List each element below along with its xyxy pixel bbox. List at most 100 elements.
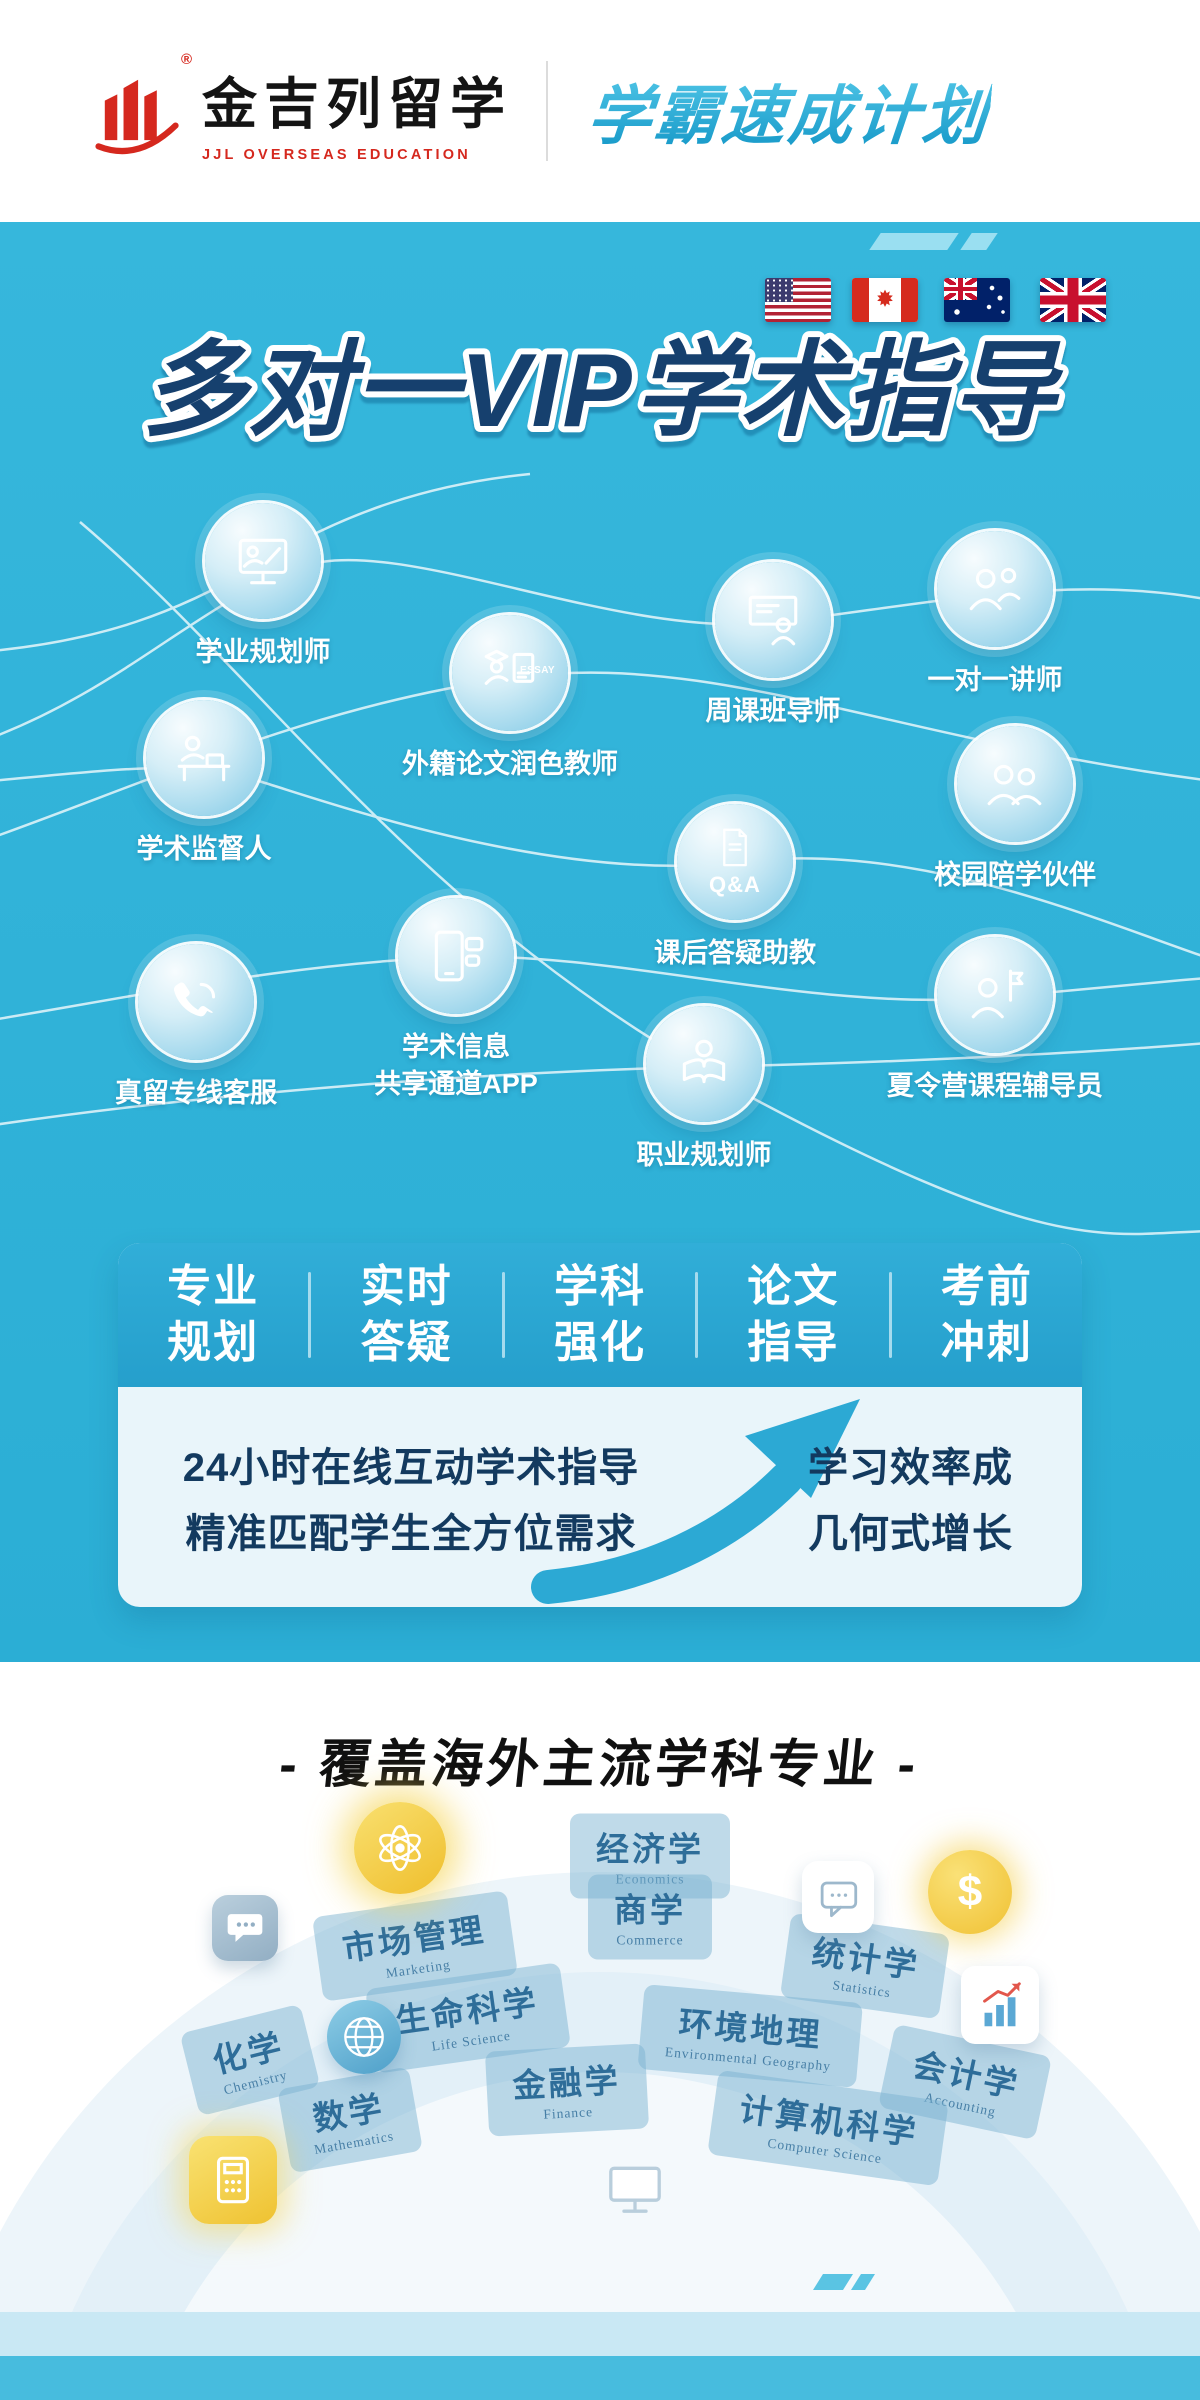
camp-counselor-icon — [971, 969, 1024, 1019]
maple-leaf-icon — [877, 289, 893, 307]
growth-arrow-icon — [531, 1399, 860, 1604]
node-label: 学术监督人 — [136, 834, 272, 864]
major-economics: 经济学 Economics — [570, 1813, 730, 1899]
atom-icon — [354, 1802, 446, 1894]
services-card-lower: 24小时在线互动学术指导 精准匹配学生全方位需求 学习效率成 几何式增长 — [118, 1387, 1082, 1607]
qa-document-icon — [723, 828, 747, 867]
brand-block: 金吉列留学 JJL OVERSEAS EDUCATION — [202, 59, 512, 163]
usa-flag-canton — [765, 278, 793, 302]
node-label: 夏令营课程辅导员 — [887, 1071, 1103, 1101]
jjl-logo-mark-icon — [95, 79, 179, 155]
hero-title-text: 多对一VIP学术指导 — [142, 333, 1064, 449]
brand-name-en: JJL OVERSEAS EDUCATION — [202, 147, 471, 163]
canada-flag-bar — [852, 278, 869, 322]
service-line: 论文 — [747, 1261, 840, 1311]
service-line: 学科 — [554, 1261, 647, 1311]
companions-icon — [987, 764, 1042, 806]
service-item-exam-sprint: 考前 冲刺 — [892, 1259, 1082, 1372]
monitor-icon — [598, 2150, 672, 2224]
services-band: 专业 规划 实时 答疑 学科 强化 论文 指导 考前 冲刺 — [118, 1243, 1082, 1387]
bar-chart-icon — [961, 1966, 1039, 2044]
service-line: 实时 — [360, 1261, 453, 1311]
node-label: 学业规划师 — [195, 637, 331, 667]
major-finance: 金融学 Finance — [484, 2043, 650, 2137]
services-right-line2: 几何式增长 — [808, 1512, 1013, 1556]
dollar-coin-icon: $ — [928, 1850, 1012, 1934]
node-circle: ESSAY — [452, 615, 568, 731]
node-circle — [146, 700, 262, 816]
major-name-cn: 经济学 — [596, 1832, 704, 1869]
footer-light-band — [0, 2312, 1200, 2356]
services-card: 专业 规划 实时 答疑 学科 强化 论文 指导 考前 冲刺 — [118, 1243, 1082, 1607]
header-bar: ® 金吉列留学 JJL OVERSEAS EDUCATION 学霸速成计划 — [0, 0, 1200, 222]
services-left-text: 24小时在线互动学术指导 精准匹配学生全方位需求 — [146, 1435, 676, 1567]
header-divider — [546, 61, 549, 161]
service-line: 考前 — [940, 1261, 1033, 1311]
registered-mark: ® — [180, 51, 192, 68]
presentation-icon — [748, 595, 798, 646]
major-name-en: Commerce — [616, 1932, 684, 1948]
canada-flag — [852, 278, 918, 322]
service-item-realtime-qa: 实时 答疑 — [311, 1259, 501, 1372]
service-separator — [308, 1272, 312, 1358]
services-right-text: 学习效率成 几何式增长 — [773, 1435, 1048, 1567]
service-line: 答疑 — [360, 1318, 453, 1367]
node-circle — [715, 562, 831, 678]
message-bubble-icon — [802, 1861, 874, 1933]
program-title: 学霸速成计划 — [584, 65, 994, 157]
globe-icon — [327, 2000, 401, 2074]
essay-badge: ESSAY — [520, 665, 555, 676]
footer-dark-band — [0, 2356, 1200, 2400]
hero-title: 多对一VIP学术指导 — [136, 327, 1068, 455]
uk-flag — [1040, 278, 1106, 322]
one-on-one-lecturer-icon — [969, 567, 1021, 611]
deco-stripe — [869, 233, 959, 250]
major-name-cn: 金融学 — [511, 2063, 622, 2106]
network-node-one-on-one-lecturer: 一对一讲师 — [865, 531, 1125, 698]
career-planner-icon — [682, 1039, 726, 1084]
node-label: 一对一讲师 — [927, 665, 1063, 695]
major-commerce: 商学 Commerce — [588, 1874, 712, 1960]
network-node-academic-supervisor: 学术监督人 — [74, 700, 334, 867]
service-item-planning: 专业 规划 — [118, 1259, 308, 1372]
services-left-line2: 精准匹配学生全方位需求 — [185, 1512, 637, 1556]
node-label: 职业规划师 — [636, 1140, 772, 1170]
supervisor-desk-icon — [177, 735, 231, 782]
node-circle — [957, 726, 1073, 842]
service-separator — [695, 1272, 699, 1358]
major-name-en: Economics — [615, 1871, 685, 1887]
node-circle — [138, 944, 254, 1060]
node-circle — [205, 503, 321, 619]
canada-flag-bar — [901, 278, 918, 322]
network-node-academic-planner: 学业规划师 — [133, 503, 393, 670]
network-node-hotline-service: 真留专线客服 — [66, 944, 326, 1111]
service-item-subject-strengthen: 学科 强化 — [505, 1259, 695, 1372]
service-line: 专业 — [167, 1261, 260, 1311]
network-node-career-planner: 职业规划师 — [574, 1006, 834, 1173]
node-circle — [937, 531, 1053, 647]
node-label: 校园陪学伙伴 — [934, 860, 1096, 890]
australia-flag — [944, 278, 1010, 322]
service-line: 强化 — [554, 1318, 647, 1367]
node-label: 周课班导师 — [705, 696, 841, 726]
major-name-cn: 商学 — [614, 1893, 686, 1930]
node-label: 真留专线客服 — [115, 1078, 277, 1108]
network-node-campus-companion: 校园陪学伙伴 — [885, 726, 1145, 893]
majors-title: - 覆盖海外主流学科专业 - — [276, 1736, 923, 1794]
service-item-essay-guidance: 论文 指导 — [698, 1259, 888, 1372]
usa-flag — [765, 278, 831, 322]
chat-dots-icon — [212, 1895, 278, 1961]
network-node-camp-counselor: 夏令营课程辅导员 — [865, 937, 1125, 1104]
service-line: 指导 — [747, 1318, 840, 1367]
node-label: 学术信息 — [402, 1032, 510, 1062]
dollar-glyph: $ — [957, 1867, 983, 1916]
node-circle: Q&A — [677, 804, 793, 920]
node-label: 外籍论文润色教师 — [402, 749, 618, 779]
network-node-qa-assistant: Q&A 课后答疑助教 — [605, 804, 865, 971]
brand-name-cn: 金吉列留学 — [202, 73, 513, 135]
phone-hotline-icon — [173, 982, 216, 1017]
node-circle — [646, 1006, 762, 1122]
screen-planner-icon — [238, 538, 288, 585]
network-node-app-channel: 学术信息 共享通道APP — [326, 898, 586, 1102]
